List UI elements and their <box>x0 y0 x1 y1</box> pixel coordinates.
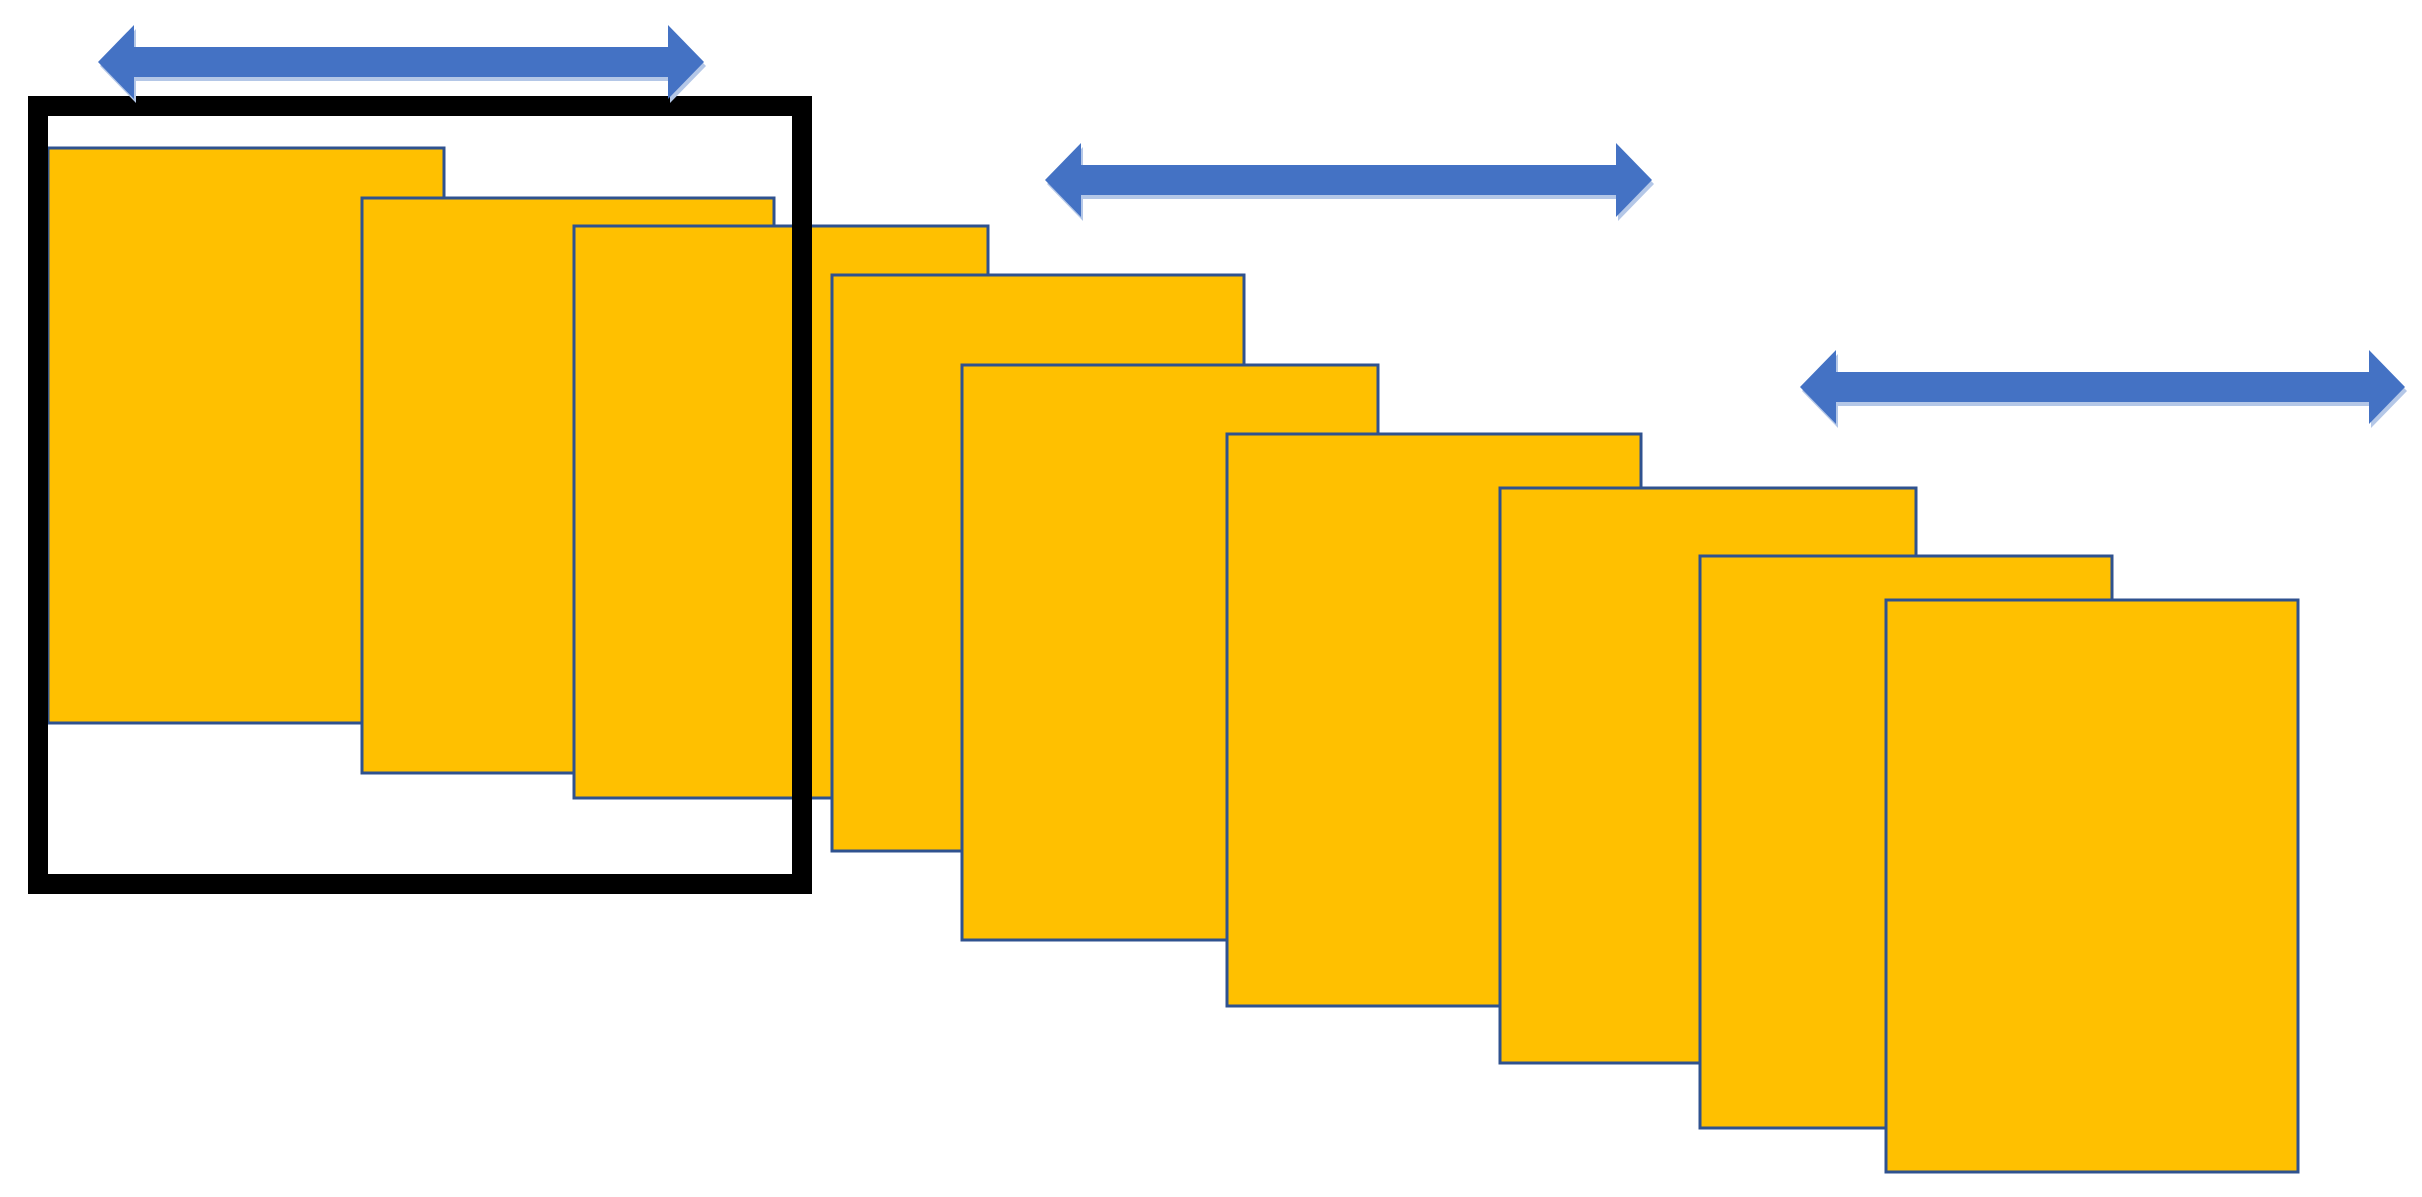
arrows-layer <box>98 25 2407 428</box>
arrow-body <box>1045 143 1652 217</box>
window-layer <box>28 96 812 894</box>
sliding-window-box <box>28 96 812 894</box>
arrow-body <box>98 25 704 99</box>
double-headed-arrow-icon-3 <box>1800 350 2407 428</box>
double-headed-arrow-icon-2 <box>1045 143 1654 221</box>
frame-9 <box>1884 598 2300 1174</box>
double-headed-arrow-icon-1 <box>98 25 706 103</box>
arrow-body <box>1800 350 2405 424</box>
frames-layer <box>46 146 2300 1174</box>
